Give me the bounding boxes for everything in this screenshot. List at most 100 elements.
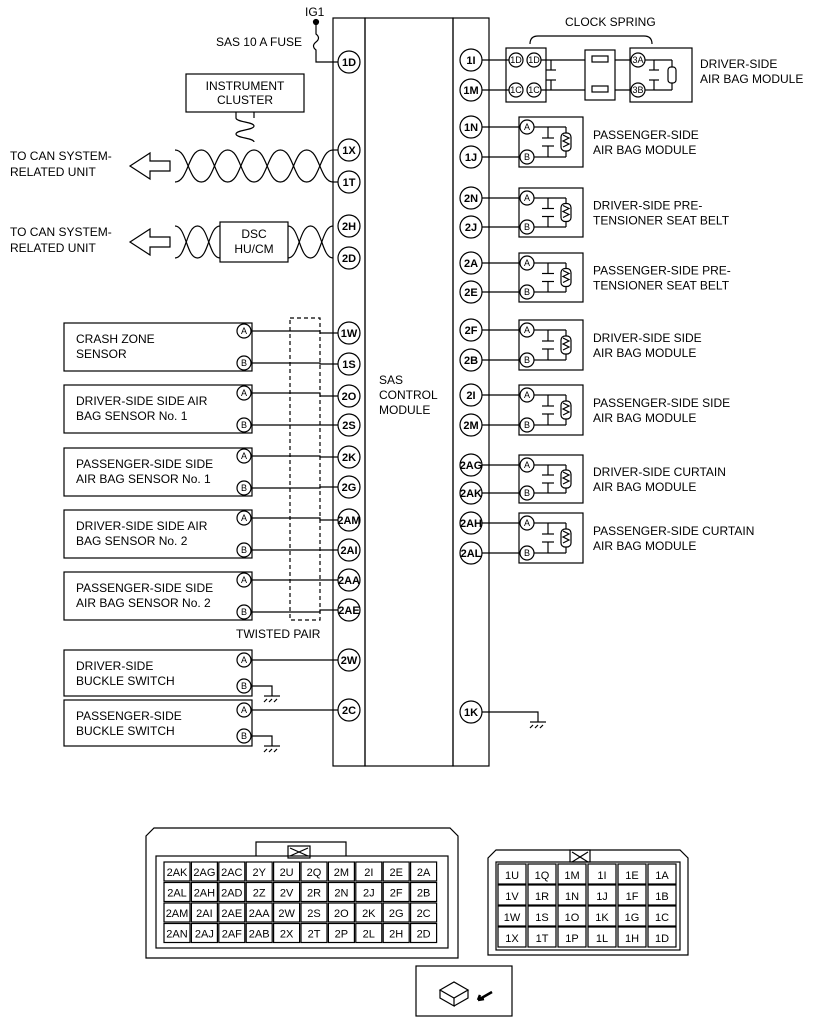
connector-cell-label: 2N [334, 888, 348, 900]
connector-cell [647, 926, 677, 948]
clock-spring-pin-label: 1C [528, 85, 540, 95]
pin-b-label: B [524, 420, 530, 430]
resistor-icon [561, 269, 571, 284]
left-pin-label: 2AI [340, 545, 357, 557]
airbag-module-box [518, 454, 584, 504]
connector-housing-small [487, 849, 689, 956]
ground-wire [251, 735, 273, 746]
instrument-cluster-label: CLUSTER [217, 93, 273, 107]
dsc-label: DSC [241, 227, 267, 241]
connector-cell [190, 881, 218, 903]
connector-cell [273, 902, 301, 923]
connector-cell-label: 2L [363, 929, 375, 941]
connector-cell-label: 1G [625, 912, 640, 924]
sensor-label: SENSOR [76, 347, 127, 361]
driver-airbag-box [629, 47, 693, 103]
connector-view-icon [438, 981, 470, 999]
connector-cell [410, 902, 438, 923]
connector-cell-label: 1V [505, 891, 519, 903]
clock-spring-bracket [529, 35, 653, 45]
connector-cell-label: 1T [536, 933, 549, 945]
buckle-switch-box [63, 699, 253, 747]
connector-cell-label: 2F [390, 888, 403, 900]
instrument-cluster-box [185, 73, 305, 113]
buckle-switch-label: BUCKLE SWITCH [76, 724, 175, 738]
pin-b-label: B [241, 545, 247, 555]
clock-spring-connector [505, 47, 547, 103]
connector-cell-label: 2P [335, 929, 348, 941]
ground-icon [539, 724, 544, 729]
pin-b-label: B [241, 358, 247, 368]
sensor-wire [251, 392, 338, 397]
sensor-label: CRASH ZONE [76, 332, 155, 346]
dsc-label: HU/CM [234, 242, 273, 256]
connector-cell [382, 881, 410, 903]
left-pin-label: 2AA [338, 575, 360, 587]
arrow-left-icon [128, 151, 171, 181]
right-pin-label: 2AL [461, 548, 482, 560]
connector-cell-label: 2V [280, 888, 294, 900]
left-pin-label: 1X [342, 145, 356, 157]
can-label-1: RELATED UNIT [10, 165, 96, 179]
connector-cell-label: 2I [364, 867, 373, 879]
connector-cell-label: 2AH [194, 888, 215, 900]
resistor-icon [560, 469, 572, 489]
resistor-icon [560, 202, 572, 223]
sensor-label: BAG SENSOR No. 2 [76, 534, 188, 548]
airbag-module-box [518, 252, 584, 303]
ig1-terminal [312, 18, 320, 26]
airbag-module-label: AIR BAG MODULE [593, 539, 696, 553]
sensor-box [63, 571, 253, 621]
sensor-label: DRIVER-SIDE SIDE AIR [76, 519, 208, 533]
harness-view-box [415, 965, 513, 1017]
connector-cell [245, 861, 273, 882]
connector-cell-label: 1F [626, 891, 639, 903]
connector-cell-label: 2H [389, 929, 403, 941]
clock-spring-title: CLOCK SPRING [565, 15, 656, 29]
ground-icon [263, 698, 268, 703]
pin-b-label: B [241, 483, 247, 493]
buckle-switch-label: DRIVER-SIDE [76, 659, 153, 673]
can-label-1: TO CAN SYSTEM- [10, 149, 112, 163]
right-pin-label: 2M [463, 420, 478, 432]
airbag-module-label: TENSIONER SEAT BELT [593, 279, 730, 293]
connector-cell [527, 926, 557, 948]
connector-cell-label: 2C [417, 908, 431, 920]
connector-cell [382, 861, 410, 882]
connector-cell [300, 881, 328, 903]
connector-cell [497, 884, 527, 906]
left-pin-label: 2O [342, 391, 357, 403]
ground-icon [273, 698, 278, 703]
resistor-icon [561, 204, 571, 219]
pin-a-label: A [524, 518, 530, 528]
module-label: SAS [379, 373, 403, 387]
connector-cell [587, 905, 617, 927]
resistor-icon [561, 530, 571, 544]
connector-cell [273, 922, 301, 944]
twisted-pair-wire [287, 225, 334, 259]
connector-cell [527, 884, 557, 906]
airbag-module-label: PASSENGER-SIDE SIDE [593, 396, 730, 410]
airbag-module-label: AIR BAG MODULE [593, 346, 696, 360]
pin-b-label: B [524, 287, 530, 297]
airbag-module-box [518, 187, 584, 238]
connector-cell [410, 881, 438, 903]
resistor-icon [667, 66, 677, 84]
resistor-icon [560, 335, 572, 355]
connector-cell [527, 863, 557, 885]
connector-cell-label: 2AL [167, 888, 187, 900]
arrow-left-icon [128, 227, 171, 257]
connector-cell [617, 926, 647, 948]
connector-cell-label: 2E [389, 867, 402, 879]
connector-cell-label: 2U [280, 867, 294, 879]
module-label: CONTROL [379, 388, 438, 402]
connector-cell-label: 2Y [252, 867, 266, 879]
sensor-box [63, 447, 253, 497]
clock-spring-coil [584, 49, 616, 101]
clock-spring-pin-label: 1C [510, 85, 522, 95]
airbag-module-label: AIR BAG MODULE [593, 143, 696, 157]
pin-a-label: A [524, 390, 530, 400]
sensor-wire [251, 609, 338, 613]
connector-view-icon [453, 990, 469, 1007]
